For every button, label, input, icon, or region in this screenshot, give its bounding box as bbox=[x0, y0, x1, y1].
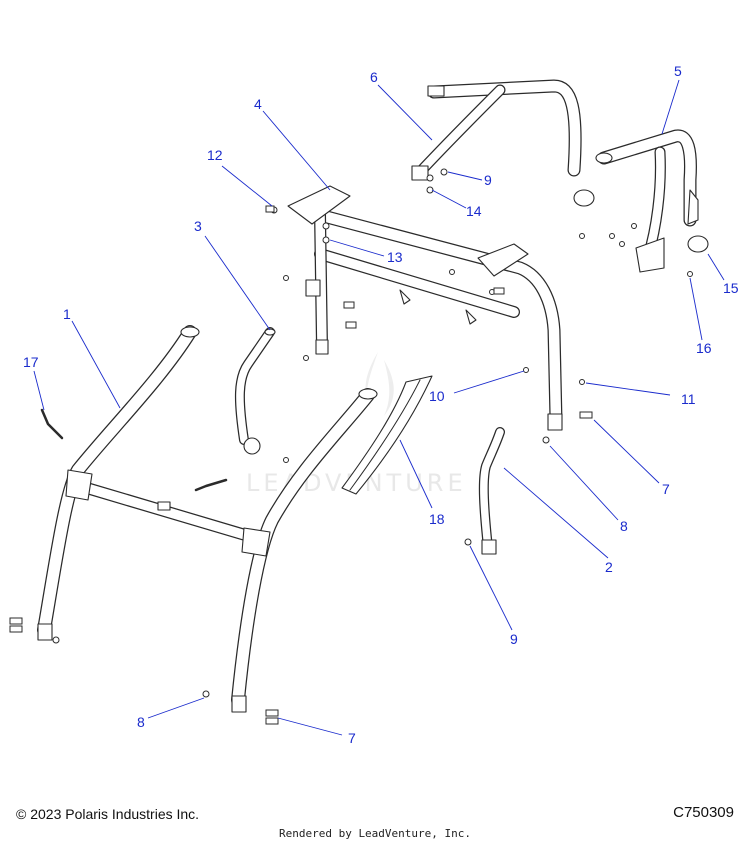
callout-10: 10 bbox=[429, 388, 445, 404]
part-6-front-hoop bbox=[411, 79, 582, 181]
part-3-grab-bar bbox=[234, 327, 276, 455]
part-17-hook bbox=[40, 408, 64, 440]
copyright-notice: © 2023 Polaris Industries Inc. bbox=[16, 806, 200, 822]
callout-3: 3 bbox=[194, 218, 202, 234]
hardware-fasteners bbox=[9, 168, 693, 725]
callout-8-bottom: 8 bbox=[137, 714, 145, 730]
part-4-rear-cage-frame bbox=[287, 185, 563, 431]
callout-8-right: 8 bbox=[620, 518, 628, 534]
callout-2: 2 bbox=[605, 559, 613, 575]
callout-5: 5 bbox=[674, 63, 682, 79]
callout-labels: 1 2 3 4 5 6 7 7 8 8 9 9 10 11 12 13 14 1… bbox=[23, 63, 739, 746]
callout-18: 18 bbox=[429, 511, 445, 527]
callout-7-bottom: 7 bbox=[348, 730, 356, 746]
callout-16: 16 bbox=[696, 340, 712, 356]
part-18-trim-seal bbox=[341, 375, 433, 495]
rendered-by-credit: Rendered by LeadVenture, Inc. bbox=[278, 827, 472, 840]
callout-6: 6 bbox=[370, 69, 378, 85]
callout-12: 12 bbox=[207, 147, 223, 163]
callout-13: 13 bbox=[387, 249, 403, 265]
callout-15: 15 bbox=[723, 280, 739, 296]
callout-4: 4 bbox=[254, 96, 262, 112]
small-clip bbox=[194, 478, 228, 492]
part-2-brace bbox=[478, 427, 505, 555]
callout-14: 14 bbox=[466, 203, 482, 219]
callout-9-top: 9 bbox=[484, 172, 492, 188]
callout-17: 17 bbox=[23, 354, 39, 370]
callout-1: 1 bbox=[63, 306, 71, 322]
callout-7-right: 7 bbox=[662, 481, 670, 497]
part-5-rear-hoop bbox=[595, 129, 699, 273]
part-1-front-cage bbox=[37, 325, 378, 713]
leader-lines bbox=[33, 79, 725, 736]
diagram-code: C750309 bbox=[673, 804, 734, 821]
callout-9-bottom: 9 bbox=[510, 631, 518, 647]
part-15-caps bbox=[573, 189, 709, 253]
callout-11: 11 bbox=[681, 391, 696, 407]
